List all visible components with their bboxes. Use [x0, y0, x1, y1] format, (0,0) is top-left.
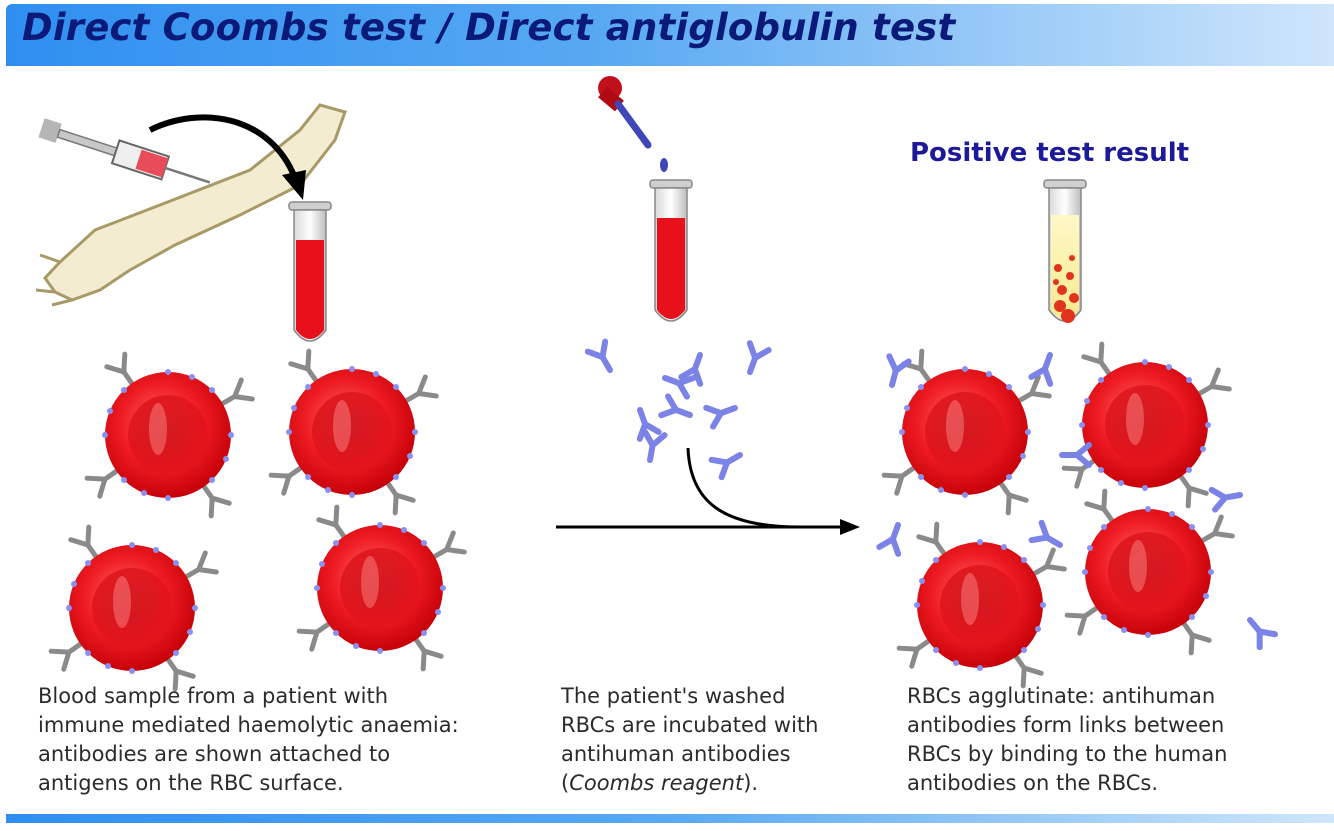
- paren-open: (: [561, 771, 570, 795]
- caption-line: antibodies on the RBCs.: [907, 771, 1159, 795]
- incubation-arrowhead: [840, 519, 860, 535]
- blood-tube-2: [649, 179, 693, 322]
- positive-result-label: Positive test result: [910, 138, 1190, 168]
- caption-line: antibodies form links between: [907, 713, 1225, 737]
- caption-line: RBCs agglutinate: antihuman: [907, 684, 1216, 708]
- caption-line: The patient's washed: [561, 684, 786, 708]
- caption-line: (Coombs reagent).: [561, 769, 818, 798]
- page-title: Direct Coombs test / Direct antiglobulin…: [22, 6, 956, 49]
- coombs-reagent-term: Coombs reagent: [569, 771, 744, 795]
- caption-line: antibodies are shown attached to: [38, 742, 391, 766]
- syringe-icon: [38, 118, 211, 184]
- result-tube: [1043, 179, 1087, 323]
- transfer-arrow: [148, 114, 298, 180]
- blood-tube-1: [288, 201, 332, 342]
- caption-line: Blood sample from a patient with: [38, 684, 389, 708]
- caption-line: RBCs are incubated with: [561, 713, 819, 737]
- title-banner: [6, 4, 1334, 66]
- dropper-icon: [598, 76, 668, 172]
- caption-step-3: RBCs agglutinate: antihuman antibodies f…: [907, 682, 1227, 798]
- paren-close: ).: [743, 771, 759, 795]
- caption-line: antihuman antibodies: [561, 742, 791, 766]
- caption-line: RBCs by binding to the human: [907, 742, 1228, 766]
- caption-line: immune mediated haemolytic anaemia:: [38, 713, 459, 737]
- caption-line: antigens on the RBC surface.: [38, 771, 344, 795]
- agglutinated-rbc-cluster: [879, 344, 1275, 686]
- incubation-arrow: [556, 447, 840, 529]
- free-antihuman-antibodies: [588, 342, 769, 478]
- caption-step-2: The patient's washed RBCs are incubated …: [561, 682, 818, 798]
- footer-bar: [6, 814, 1334, 823]
- transfer-arrowhead: [282, 170, 306, 200]
- rbc-cluster-patient: [51, 351, 464, 689]
- caption-step-1: Blood sample from a patient with immune …: [38, 682, 459, 798]
